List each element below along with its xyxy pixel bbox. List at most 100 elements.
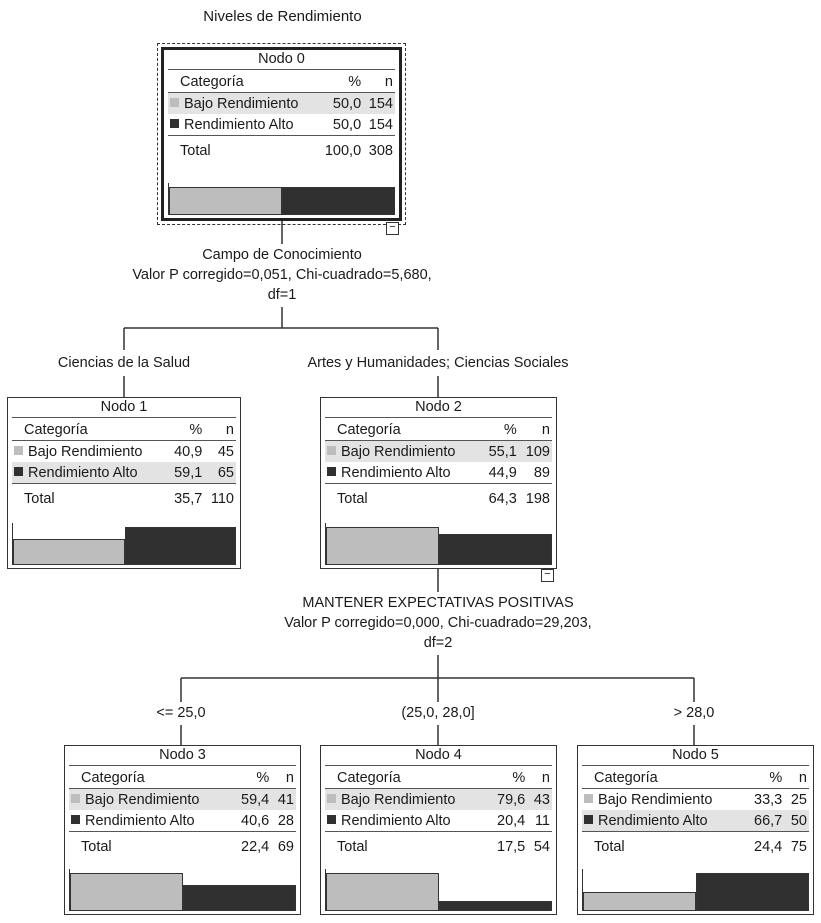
category-label: Rendimiento Alto <box>184 116 294 133</box>
category-row: Bajo Rendimiento 59,4 41 <box>69 788 296 810</box>
total-label: Total <box>337 838 368 855</box>
node-1[interactable]: Nodo 1 Categoría % n Bajo Rendimiento 40… <box>7 397 241 569</box>
split-label-expectativas: MANTENER EXPECTATIVAS POSITIVAS Valor P … <box>248 593 628 653</box>
col-header-pct: % <box>166 419 205 441</box>
collapse-toggle-node-0[interactable]: − <box>386 222 399 235</box>
node-table: Categoría % n Bajo Rendimiento 50,0 154 … <box>168 71 395 161</box>
split-variable: Campo de Conocimiento <box>202 247 362 263</box>
swatch-bajo <box>170 97 179 107</box>
col-header-categoria: Categoría <box>12 419 167 441</box>
swatch-alto <box>71 814 80 824</box>
category-n: 11 <box>534 812 550 829</box>
swatch-alto <box>327 814 336 824</box>
category-row: Bajo Rendimiento 50,0 154 <box>168 92 395 114</box>
total-n: 54 <box>533 838 550 855</box>
category-row: Rendimiento Alto 20,4 11 <box>325 810 552 832</box>
category-label: Bajo Rendimiento <box>28 443 143 460</box>
total-row: Total 35,7 110 <box>12 488 236 509</box>
category-n: 89 <box>533 464 550 481</box>
split-df: df=2 <box>423 635 453 651</box>
category-label: Rendimiento Alto <box>85 812 195 829</box>
col-header-n: n <box>518 419 552 441</box>
category-pct: 40,9 <box>174 443 203 460</box>
category-pct: 59,1 <box>166 462 205 484</box>
bar-rendimiento-alto <box>282 187 395 215</box>
category-n: 154 <box>363 92 395 114</box>
total-row: Total 24,4 75 <box>582 836 809 857</box>
node-bar-chart <box>168 183 395 215</box>
bar-bajo-rendimiento <box>70 873 183 911</box>
bar-bajo-rendimiento <box>169 187 282 215</box>
total-n: 308 <box>368 142 393 159</box>
branch-label-25-28: (25,0, 28,0] <box>401 705 475 721</box>
category-row: Rendimiento Alto 66,7 50 <box>582 810 809 832</box>
col-header-n: n <box>784 767 809 789</box>
category-pct: 40,6 <box>241 812 270 829</box>
category-row: Bajo Rendimiento 79,6 43 <box>325 788 552 810</box>
col-header-pct: % <box>480 419 519 441</box>
col-header-n: n <box>527 767 552 789</box>
swatch-bajo <box>71 793 80 803</box>
col-header-pct: % <box>231 767 272 789</box>
node-5[interactable]: Nodo 5 Categoría % n Bajo Rendimiento 33… <box>577 745 814 915</box>
category-pct: 44,9 <box>488 464 517 481</box>
branch-label-salud: Ciencias de la Salud <box>57 355 191 371</box>
node-table: Categoría % n Bajo Rendimiento 40,9 45 R… <box>12 419 236 509</box>
node-3[interactable]: Nodo 3 Categoría % n Bajo Rendimiento 59… <box>64 745 301 915</box>
col-header-n: n <box>204 419 236 441</box>
node-table: Categoría % n Bajo Rendimiento 33,3 25 R… <box>582 767 809 857</box>
node-title: Nodo 5 <box>582 746 809 766</box>
total-row: Total 22,4 69 <box>69 836 296 857</box>
category-n: 50 <box>784 810 809 832</box>
total-pct: 100,0 <box>324 142 362 159</box>
swatch-alto <box>14 466 23 476</box>
swatch-alto <box>327 466 336 476</box>
category-n: 25 <box>790 791 807 808</box>
category-row: Bajo Rendimiento 33,3 25 <box>582 789 809 811</box>
bar-rendimiento-alto <box>439 534 552 565</box>
bar-rendimiento-alto <box>183 885 296 911</box>
category-label: Rendimiento Alto <box>28 464 138 481</box>
total-label: Total <box>81 838 112 855</box>
branch-label-le25: <= 25,0 <box>156 705 206 721</box>
total-label: Total <box>24 490 55 507</box>
total-row: Total 64,3 198 <box>325 488 552 509</box>
node-4[interactable]: Nodo 4 Categoría % n Bajo Rendimiento 79… <box>320 745 557 915</box>
category-pct: 55,1 <box>480 440 519 462</box>
category-pct: 59,4 <box>231 788 272 810</box>
total-row: Total 17,5 54 <box>325 836 552 857</box>
total-n: 110 <box>210 490 234 507</box>
branch-label-artes: Artes y Humanidades; Ciencias Sociales <box>307 355 569 371</box>
category-row: Rendimiento Alto 59,1 65 <box>12 462 236 484</box>
total-pct: 22,4 <box>241 838 270 855</box>
split-label-campo: Campo de Conocimiento Valor P corregido=… <box>107 245 457 305</box>
split-variable: MANTENER EXPECTATIVAS POSITIVAS <box>302 595 574 611</box>
swatch-bajo <box>327 793 336 803</box>
swatch-alto <box>170 118 179 128</box>
category-pct: 20,4 <box>497 812 526 829</box>
category-row: Rendimiento Alto 40,6 28 <box>69 810 296 832</box>
category-n: 65 <box>204 462 236 484</box>
total-pct: 64,3 <box>488 490 517 507</box>
total-pct: 17,5 <box>497 838 526 855</box>
total-n: 198 <box>525 490 550 507</box>
bar-bajo-rendimiento <box>583 892 696 911</box>
node-bar-chart <box>325 523 552 565</box>
node-title: Nodo 3 <box>69 746 296 766</box>
collapse-toggle-node-2[interactable]: − <box>541 569 554 582</box>
category-label: Bajo Rendimiento <box>85 791 200 808</box>
node-0[interactable]: Nodo 0 Categoría % n Bajo Rendimiento 50… <box>157 43 406 225</box>
node-bar-chart <box>582 869 809 911</box>
node-title: Nodo 0 <box>168 50 395 70</box>
total-label: Total <box>594 838 625 855</box>
node-title: Nodo 2 <box>325 398 552 418</box>
category-label: Bajo Rendimiento <box>184 95 299 112</box>
node-2[interactable]: Nodo 2 Categoría % n Bajo Rendimiento 55… <box>320 397 557 569</box>
category-row: Bajo Rendimiento 40,9 45 <box>12 441 236 463</box>
col-header-pct: % <box>487 767 528 789</box>
node-table: Categoría % n Bajo Rendimiento 59,4 41 R… <box>69 767 296 857</box>
node-table: Categoría % n Bajo Rendimiento 55,1 109 … <box>325 419 552 509</box>
node-title: Nodo 4 <box>325 746 552 766</box>
col-header-categoria: Categoría <box>168 71 318 93</box>
category-pct: 50,0 <box>332 116 362 133</box>
